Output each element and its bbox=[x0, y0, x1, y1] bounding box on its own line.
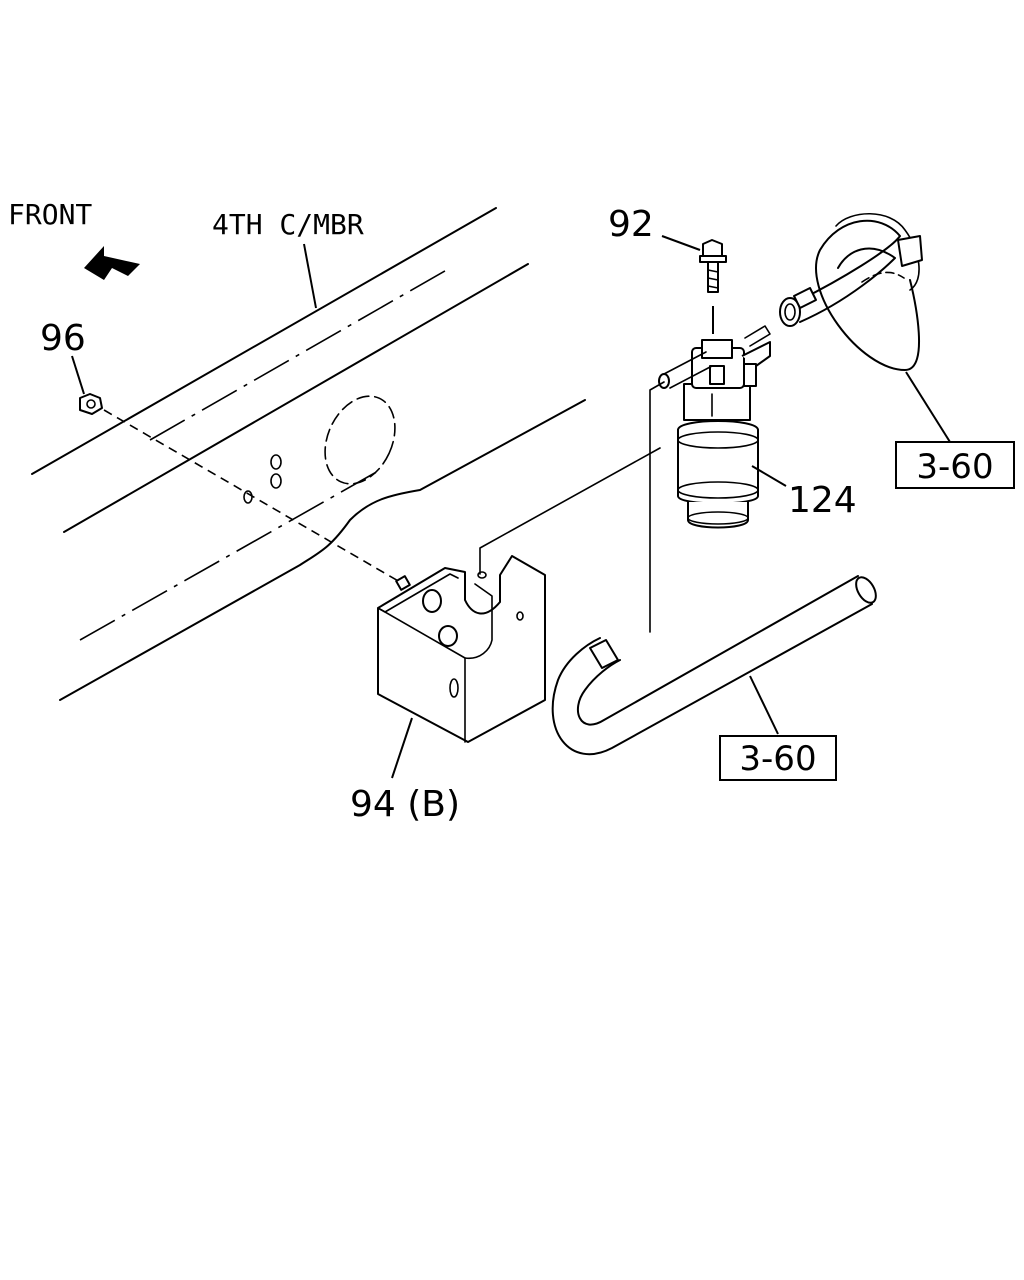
lower-hose bbox=[551, 381, 877, 755]
nut-mounting-axis bbox=[103, 409, 401, 583]
lower-ref-leader-line bbox=[749, 675, 779, 735]
canister-tube-lower bbox=[669, 365, 713, 389]
part-124-leader-line bbox=[751, 465, 787, 487]
part-94b-leader-line bbox=[391, 717, 413, 779]
part-96-label: 96 bbox=[40, 318, 86, 359]
upper-ref-label[interactable]: 3-60 bbox=[916, 447, 993, 487]
nut-part-96 bbox=[79, 393, 103, 415]
member-leader-line bbox=[303, 243, 317, 309]
upper-ref-box[interactable] bbox=[895, 441, 1015, 489]
lower-ref-label[interactable]: 3-60 bbox=[739, 739, 816, 779]
cross-member-4th bbox=[31, 207, 586, 701]
bracket-part-94b bbox=[377, 555, 546, 743]
canister-tube-end bbox=[658, 373, 670, 389]
part-124-label: 124 bbox=[788, 480, 857, 521]
upper-ref-leader-line bbox=[905, 371, 951, 443]
member-label: 4TH C/MBR bbox=[212, 208, 364, 241]
bracket-mount-line bbox=[479, 447, 661, 575]
part-92-leader-line bbox=[661, 235, 701, 251]
canister-tube-upper bbox=[663, 351, 707, 375]
canister-outlet-nozzle bbox=[744, 325, 771, 347]
part-92-label: 92 bbox=[608, 204, 654, 245]
filter-part-124 bbox=[677, 339, 771, 529]
front-direction-arrow-icon bbox=[84, 246, 140, 280]
front-label: FRONT bbox=[8, 198, 92, 231]
part-94b-label: 94 (B) bbox=[350, 784, 460, 825]
upper-hose bbox=[779, 212, 923, 371]
lower-ref-box[interactable] bbox=[719, 735, 837, 781]
part-96-leader-line bbox=[71, 355, 85, 395]
bolt-part-92 bbox=[699, 239, 727, 293]
